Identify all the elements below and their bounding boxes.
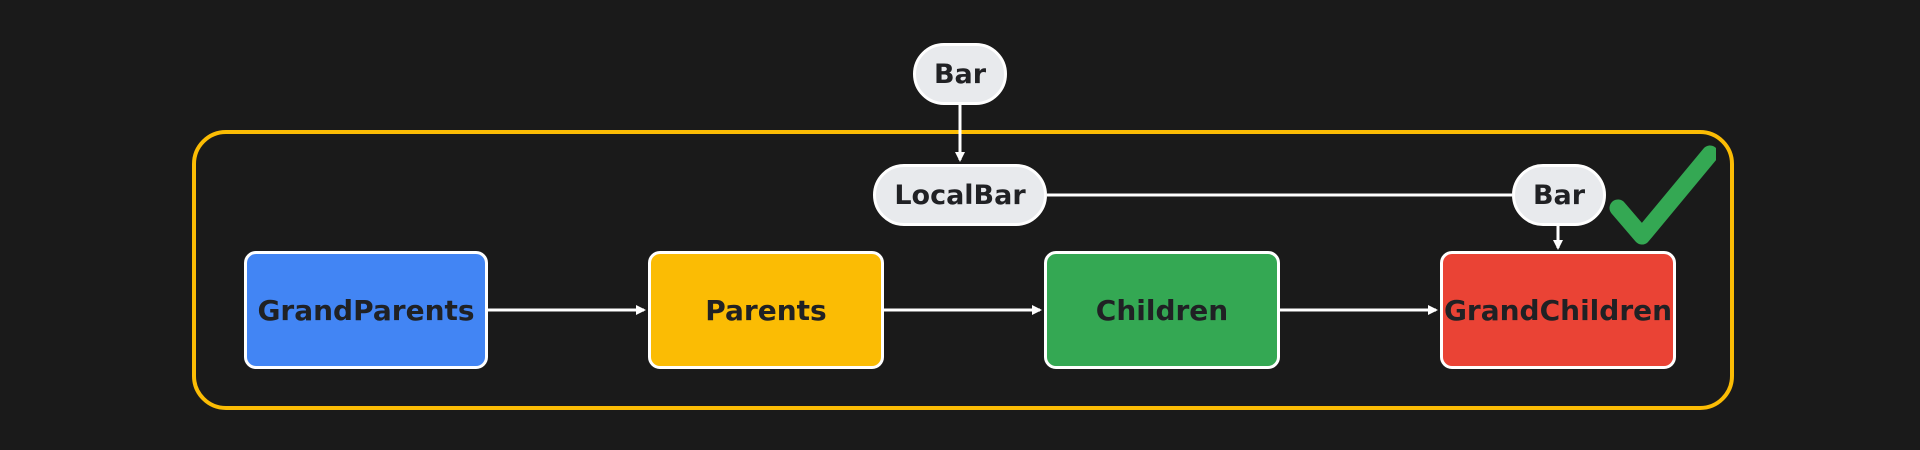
node-grandchildren: GrandChildren	[1440, 251, 1676, 369]
node-children: Children	[1044, 251, 1280, 369]
localbar-pill: LocalBar	[873, 164, 1047, 226]
node-parents: Parents	[648, 251, 884, 369]
bar-override-pill: Bar	[1512, 164, 1606, 226]
checkmark-icon	[1609, 145, 1716, 245]
node-grandparents: GrandParents	[244, 251, 488, 369]
bar-context-pill: Bar	[913, 43, 1007, 105]
provider-scope-box	[192, 130, 1734, 410]
